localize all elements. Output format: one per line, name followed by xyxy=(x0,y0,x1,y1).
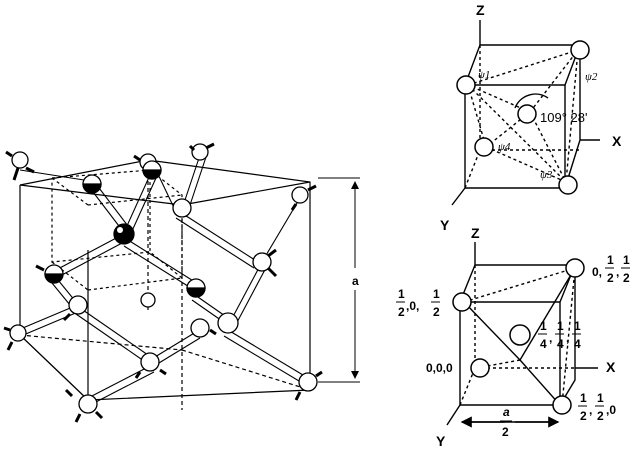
diamond-lattice-unit-cell xyxy=(3,142,360,423)
atom xyxy=(11,151,29,169)
coord-label-quarter: 1 4 , 1 4 , 1 4 xyxy=(538,319,581,351)
lattice-constant-label: a xyxy=(352,274,359,288)
orbital-atom-4 xyxy=(474,137,494,157)
svg-text:4: 4 xyxy=(557,337,564,351)
atom xyxy=(291,186,309,204)
svg-text:2: 2 xyxy=(597,409,604,423)
coord-y-label: Y xyxy=(436,433,446,449)
svg-text:,0: ,0 xyxy=(606,403,616,417)
svg-text:1: 1 xyxy=(574,319,581,333)
psi-3-label: ψ3 xyxy=(540,169,553,181)
tetra-y-label: Y xyxy=(440,217,450,233)
svg-text:2: 2 xyxy=(502,425,509,439)
coord-label-bottom: 1 2 , 1 2 ,0 xyxy=(578,391,616,423)
svg-text:,: , xyxy=(549,331,552,345)
psi-1-label: ψ1 xyxy=(478,69,490,81)
coord-label-top: 0, 1 2 , 1 2 xyxy=(592,253,630,285)
svg-text:,0,: ,0, xyxy=(406,299,419,313)
central-atom xyxy=(113,223,135,245)
bond-angle-arc xyxy=(514,93,549,109)
svg-text:1: 1 xyxy=(623,253,630,267)
atom-quarter xyxy=(509,324,531,346)
atom xyxy=(191,143,209,161)
orbital-center-atom xyxy=(517,104,537,124)
orbital-atom-2 xyxy=(570,40,590,60)
svg-text:1: 1 xyxy=(597,391,604,405)
coord-z-label: Z xyxy=(471,225,480,241)
orbital-atom-1 xyxy=(456,75,476,95)
svg-text:2: 2 xyxy=(580,409,587,423)
svg-text:2: 2 xyxy=(433,305,440,319)
orbital-atom-3 xyxy=(558,175,578,195)
svg-text:1: 1 xyxy=(557,319,564,333)
coord-label-left: 1 2 ,0, 1 2 xyxy=(396,287,440,319)
svg-text:2: 2 xyxy=(398,305,405,319)
svg-text:1: 1 xyxy=(580,391,587,405)
lattice-constant-dimension xyxy=(318,177,360,383)
tetra-z-label: Z xyxy=(476,2,485,18)
svg-text:a: a xyxy=(503,405,510,419)
bond-stubs xyxy=(3,142,323,423)
svg-text:2: 2 xyxy=(623,271,630,285)
atom-half-half-0 xyxy=(552,395,572,415)
atom-half-half-top xyxy=(565,258,585,278)
atom xyxy=(190,318,210,338)
coord-label-origin: 0,0,0 xyxy=(426,361,453,375)
coord-x-label: X xyxy=(606,359,616,375)
svg-text:,: , xyxy=(566,331,569,345)
shaded-tetrahedral-atoms xyxy=(44,160,206,298)
atom xyxy=(9,324,27,342)
spacing-label: a 2 xyxy=(500,405,512,439)
svg-text:1: 1 xyxy=(607,253,614,267)
svg-text:,: , xyxy=(616,265,619,279)
atom xyxy=(140,292,156,308)
svg-text:1: 1 xyxy=(433,287,440,301)
svg-text:2: 2 xyxy=(607,271,614,285)
svg-text:0,: 0, xyxy=(592,265,602,279)
svg-text:4: 4 xyxy=(540,337,547,351)
atom-half-0-half xyxy=(452,292,472,312)
svg-text:1: 1 xyxy=(398,287,405,301)
atom xyxy=(172,198,192,218)
coordinate-cube xyxy=(446,242,598,428)
atom xyxy=(140,352,160,372)
psi-4-label: ψ4 xyxy=(498,141,511,153)
atom xyxy=(68,295,88,315)
tetra-x-label: X xyxy=(612,133,622,149)
atom xyxy=(252,252,272,272)
tetrahedral-orbital-cube xyxy=(451,20,600,206)
atom-origin xyxy=(470,358,490,378)
atom xyxy=(217,312,239,334)
svg-text:4: 4 xyxy=(574,337,581,351)
svg-text:,: , xyxy=(589,403,592,417)
atom xyxy=(298,372,318,392)
svg-text:1: 1 xyxy=(540,319,547,333)
y-axis-2 xyxy=(446,404,461,426)
psi-2-label: ψ2 xyxy=(585,71,598,83)
bond-angle-label: 109° 28' xyxy=(540,110,587,125)
y-axis xyxy=(451,187,466,206)
atom xyxy=(78,394,98,414)
